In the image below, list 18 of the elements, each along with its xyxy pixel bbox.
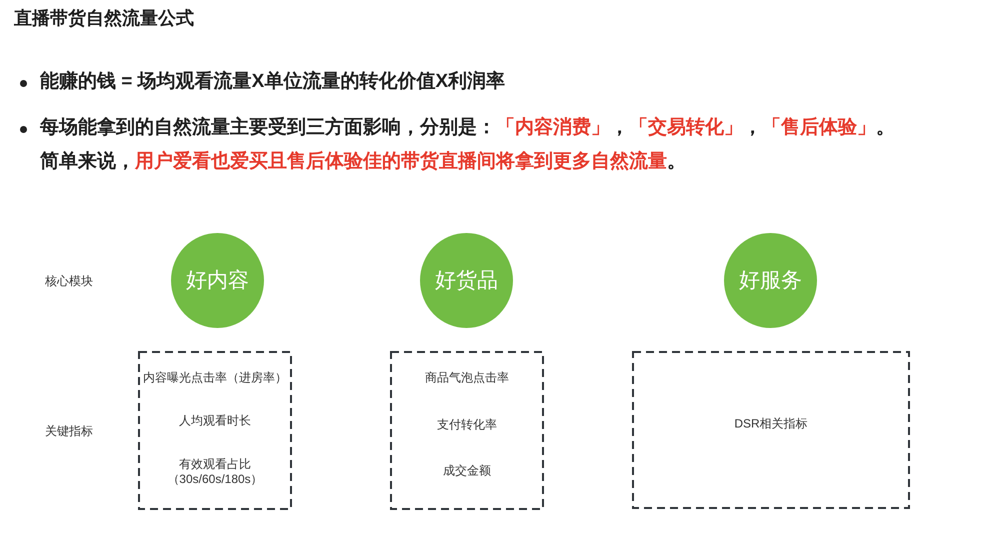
row-label: 核心模块 [45, 273, 93, 289]
metric-label: 内容曝光点击率（进房率） [143, 370, 287, 386]
metric-box [632, 351, 910, 509]
module-label: 好内容 [186, 268, 249, 294]
metric-label: 商品气泡点击率 [425, 370, 509, 386]
metric-box [390, 351, 544, 510]
metric-label: 人均观看时长 [179, 413, 251, 428]
metric-box [138, 351, 292, 510]
metric-label: 有效观看占比（30s/60s/180s） [166, 456, 264, 486]
metric-label: 成交金额 [443, 464, 491, 478]
bullet-text: 每场能拿到的自然流量主要受到三方面影响，分别是：「内容消费」，「交易转化」，「售后体验」。简单来说，用户爱看也爱买且售后体验佳的带货直播间将拿到更多自然流量。 [40, 116, 896, 174]
module-label: 好货品 [435, 268, 498, 294]
title: 直播带货自然流量公式 [14, 7, 194, 30]
metric-label: DSR相关指标 [734, 416, 808, 432]
metric-label: 支付转化率 [437, 417, 497, 432]
bullet-text: 能赚的钱 = 场均观看流量X单位流量的转化价值X利润率 [40, 70, 505, 94]
row-label: 关键指标 [45, 423, 93, 439]
module-label: 好服务 [739, 268, 802, 294]
